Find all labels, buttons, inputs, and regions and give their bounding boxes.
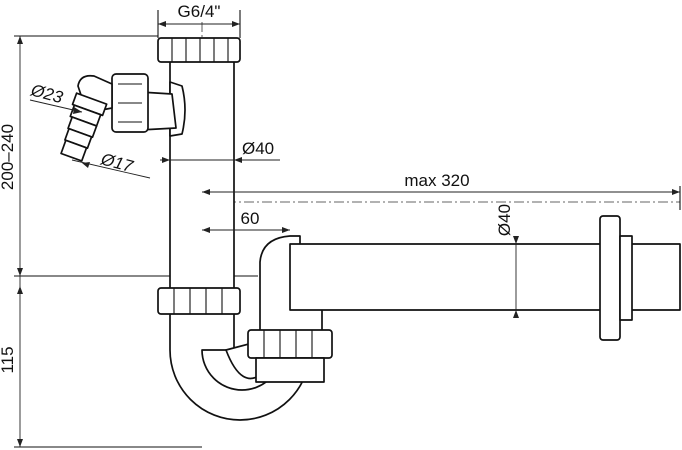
dimension-lines: [17, 21, 680, 447]
wall-flange-plate: [599, 215, 621, 341]
max-arrow-right: [672, 189, 680, 195]
max-arrow-left: [202, 189, 210, 195]
top-nut-body: [157, 37, 241, 63]
offset-arrow-left: [202, 227, 210, 233]
bottom-arrow-bottom: [17, 439, 23, 447]
bottom-arrow-top: [17, 286, 23, 294]
outlet-nut-lower: [255, 357, 325, 383]
side-connector: [77, 73, 186, 137]
outlet-nut: [247, 329, 333, 383]
middle-nut-body: [157, 287, 241, 315]
thread-arrow-right: [232, 21, 240, 27]
offset-label: 60: [241, 209, 260, 228]
hpipe-dia-arrow-top: [513, 236, 519, 244]
thread-label: G6/4": [178, 2, 221, 21]
bottom-height-label: 115: [0, 346, 17, 373]
hose-id-arrow: [82, 162, 90, 168]
hose-od-arrow: [73, 107, 82, 114]
total-height-label: 200–240: [0, 124, 17, 190]
pipe-dia-arrow-left: [162, 157, 170, 163]
horizontal-pipe-diameter-label: Ø40: [495, 204, 514, 236]
height-arrow-bottom: [17, 268, 23, 276]
middle-nut: [157, 287, 241, 315]
pipe-diameter-label: Ø40: [242, 139, 274, 158]
thread-arrow-left: [158, 21, 166, 27]
hose-connector: [60, 92, 108, 162]
hpipe-dia-arrow-bottom: [513, 310, 519, 318]
hose-tip: [60, 139, 88, 162]
wall-flange-sleeve: [619, 235, 633, 321]
height-arrow-top: [17, 36, 23, 44]
top-nut: [157, 37, 241, 63]
hose-od-label: Ø23: [28, 80, 65, 107]
pipe-dia-arrow-right: [234, 157, 242, 163]
hose-id-label: Ø17: [98, 149, 135, 176]
max-length-label: max 320: [404, 171, 469, 190]
hose-od-leader: [29, 99, 83, 113]
outlet-nut-body: [247, 329, 333, 359]
offset-arrow-right: [282, 227, 290, 233]
wall-flange: [599, 215, 633, 341]
dimension-labels: G6/4" 200–240 115 Ø23 Ø17 Ø40 max 320 60…: [0, 2, 514, 374]
